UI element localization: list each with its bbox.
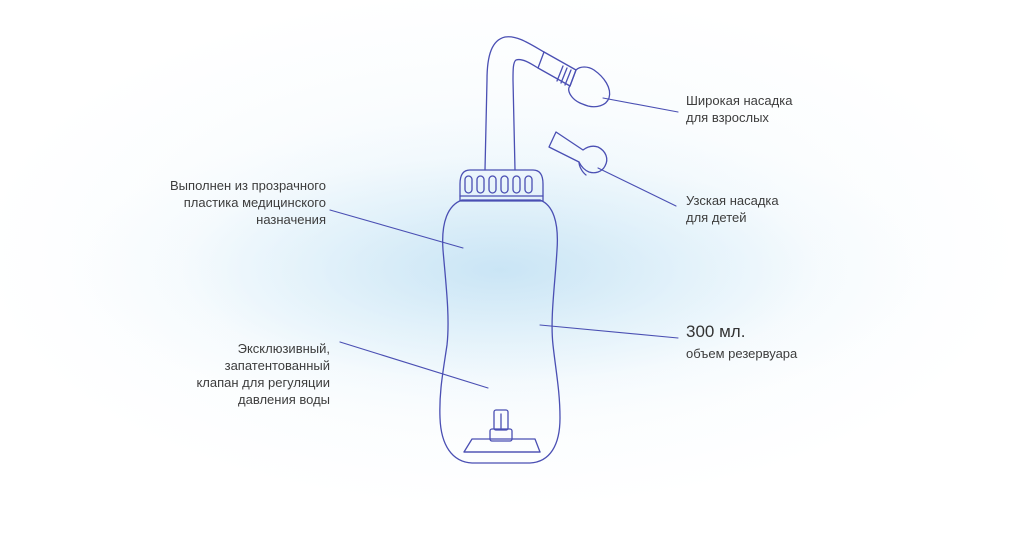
leader-material	[329, 209, 464, 249]
cap-ridges	[464, 175, 533, 194]
volume-value: 300 мл.	[686, 322, 746, 341]
stem-tube	[484, 36, 545, 171]
narrow-nozzle	[548, 131, 608, 174]
valve-body	[489, 428, 513, 442]
narrow-nozzle-neck	[578, 161, 587, 176]
valve-label: Эксклюзивный, запатентованный клапан для…	[196, 341, 330, 407]
bottle-cap	[459, 169, 544, 202]
narrow-nozzle-label: Узская насадка для детей	[686, 193, 779, 225]
leader-valve	[339, 341, 489, 389]
leader-lines	[329, 97, 679, 389]
volume-caption: объем резервуара	[686, 346, 798, 361]
valve-stem	[493, 409, 509, 431]
wide-nozzle-tip	[568, 66, 611, 108]
wide-nozzle-label: Широкая насадка для взрослых	[686, 93, 793, 125]
leader-wide-nozzle	[602, 97, 679, 113]
leader-volume	[539, 324, 679, 339]
bottle-body	[439, 199, 561, 464]
wide-nozzle-thread	[556, 65, 572, 86]
material-label: Выполнен из прозрачного пластика медицин…	[170, 178, 326, 227]
leader-narrow-nozzle	[597, 167, 677, 207]
